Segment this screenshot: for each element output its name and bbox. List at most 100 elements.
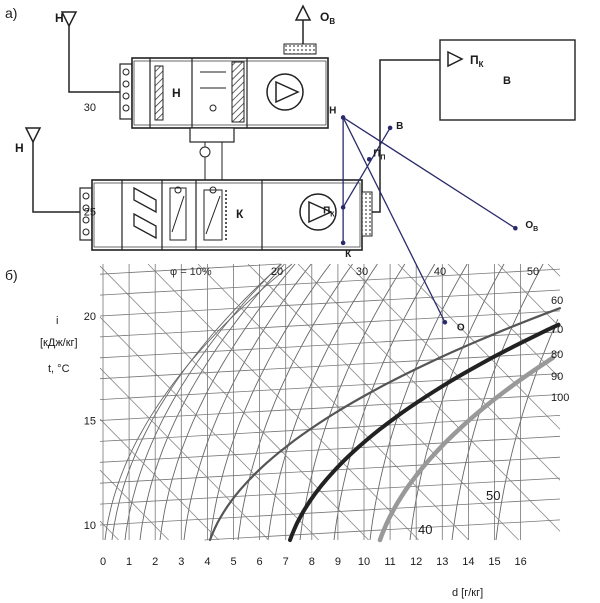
x-tick-label: 14 xyxy=(462,556,474,568)
enthalpy-line xyxy=(247,263,519,541)
enthalpy-bottom-label-40: 40 xyxy=(418,522,432,537)
x-tick-label: 7 xyxy=(283,556,289,568)
state-point-marker xyxy=(340,240,346,246)
enthalpy-line xyxy=(447,263,561,379)
enthalpy-bottom-label-50: 50 xyxy=(486,488,500,503)
enthalpy-line xyxy=(99,367,269,541)
x-tick-label: 12 xyxy=(410,556,422,568)
y-tick-label: 15 xyxy=(84,416,96,428)
intake-marker-icon xyxy=(24,127,42,144)
y-label-units: [кДж/кг] xyxy=(40,337,78,349)
t-grid-line xyxy=(99,456,561,484)
saturation-curves xyxy=(208,307,561,543)
enthalpy-line xyxy=(197,263,469,541)
exhaust-outlet: ОВ xyxy=(283,4,335,55)
upper-unit-label: Н xyxy=(172,86,181,100)
t-grid-line xyxy=(99,331,561,359)
t-grid-line xyxy=(99,477,561,505)
x-tick-label: 1 xyxy=(126,556,132,568)
outdoor-intake-top: Н xyxy=(55,11,120,93)
enthalpy-line xyxy=(547,263,561,277)
room-inlet-label-sub: К xyxy=(479,60,484,69)
x-tick-label: 9 xyxy=(335,556,341,568)
phi-curve xyxy=(209,263,331,541)
x-tick-label: 8 xyxy=(309,556,315,568)
state-point-marker xyxy=(340,115,346,120)
enthalpy-line xyxy=(297,263,561,532)
damper-icon xyxy=(133,186,157,240)
state-point-label: ОВ xyxy=(525,220,538,233)
svg-text:ОВ: ОВ xyxy=(320,10,335,26)
exhaust-marker-icon xyxy=(294,4,312,21)
t-grid-line xyxy=(99,415,561,442)
room: ПК В xyxy=(439,39,576,121)
x-tick-label: 11 xyxy=(384,556,395,568)
filter-icon xyxy=(154,65,164,121)
phi-curve xyxy=(299,263,406,541)
phi-curve xyxy=(409,263,505,541)
y-tick-label: 20 xyxy=(84,311,96,323)
phi-curve xyxy=(495,319,559,541)
fan-icon xyxy=(266,73,304,111)
process-line xyxy=(342,116,516,229)
t-grid-line xyxy=(99,289,561,317)
t-grid-line xyxy=(99,435,561,463)
enthalpy-line xyxy=(99,316,319,541)
enthalpy-top-label: 40 xyxy=(434,266,446,278)
y-tick-label: 25 xyxy=(84,207,96,219)
process-lines xyxy=(342,116,516,323)
x-axis-label: d [г/кг] xyxy=(452,587,483,599)
saturation-curve xyxy=(208,307,561,542)
x-tick-label: 6 xyxy=(257,556,263,568)
process-line xyxy=(342,127,391,208)
enthalpy-top-label: 20 xyxy=(271,266,283,278)
t-grid-line xyxy=(99,310,561,338)
svg-text:ПК: ПК xyxy=(470,53,484,69)
supply-duct xyxy=(372,59,440,213)
heater-icon xyxy=(169,187,187,241)
x-tick-label: 16 xyxy=(514,556,526,568)
phi-curve xyxy=(139,263,285,541)
phi-curve xyxy=(237,263,353,541)
state-point-label: О xyxy=(457,322,465,333)
t-grid-line xyxy=(99,263,281,275)
room-inlet-label: П xyxy=(470,53,479,67)
y-label-t: t, °C xyxy=(48,363,70,375)
phi-curve xyxy=(159,263,296,541)
enthalpy-top-label: 30 xyxy=(356,266,368,278)
phi-curve xyxy=(183,263,312,541)
state-point-label: В xyxy=(396,121,403,132)
y-label-i: i xyxy=(56,315,58,327)
phi-curve xyxy=(124,263,282,541)
x-tick-label: 4 xyxy=(204,556,210,568)
state-point-marker xyxy=(387,125,393,131)
phi-curve xyxy=(104,263,293,541)
x-tick-label: 10 xyxy=(358,556,370,568)
lower-air-unit: К xyxy=(79,179,373,251)
x-tick-label: 13 xyxy=(436,556,448,568)
schematic: а) Н ОВ xyxy=(5,4,576,283)
t-grid-line xyxy=(99,394,561,421)
x-tick-label: 2 xyxy=(152,556,158,568)
x-tick-label: 0 xyxy=(100,556,106,568)
phi-right-label: 100 xyxy=(551,392,569,404)
phi-right-label: 70 xyxy=(551,324,563,336)
x-tick-label: 5 xyxy=(230,556,236,568)
temperature-grid-lines xyxy=(99,263,561,541)
enthalpy-line xyxy=(99,265,369,541)
enthalpy-top-label: 50 xyxy=(527,266,539,278)
y-tick-label: 10 xyxy=(84,520,96,532)
saturation-curve xyxy=(377,355,556,543)
state-point-marker xyxy=(513,225,518,231)
part-b-label: б) xyxy=(5,267,18,283)
t-grid-line xyxy=(99,373,561,400)
lower-unit-label: К xyxy=(236,207,244,221)
phi-curve xyxy=(111,263,282,541)
cooler-icon xyxy=(203,189,223,241)
phi-curve xyxy=(333,263,436,541)
enthalpy-top-labels: 20 30 40 50 xyxy=(271,266,539,278)
exhaust-label: О xyxy=(320,10,329,24)
